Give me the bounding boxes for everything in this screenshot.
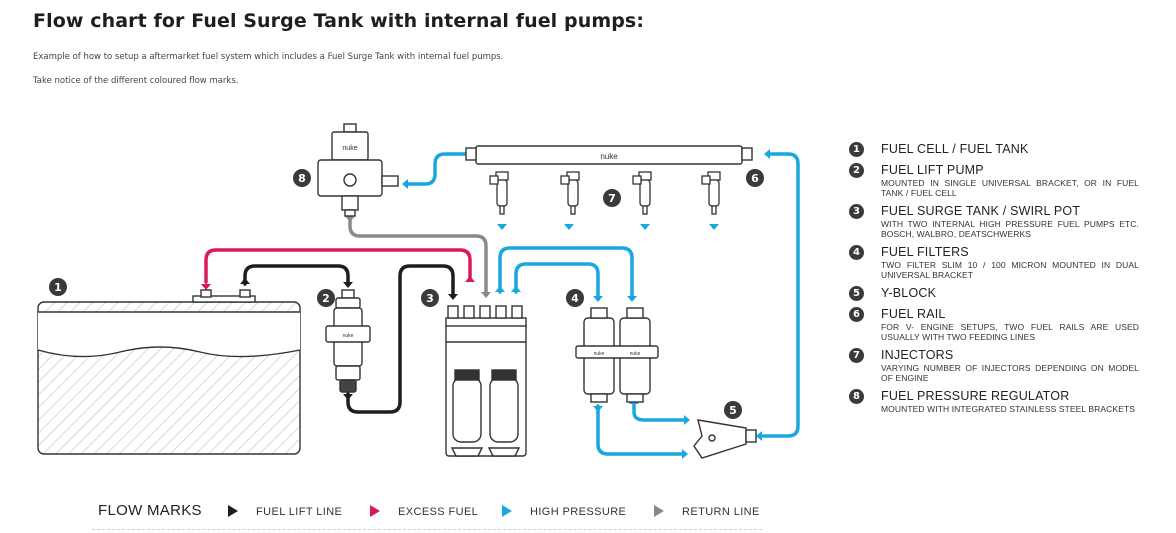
flow-mark-label: RETURN LINE — [682, 506, 760, 518]
excess-fuel-line — [204, 248, 472, 284]
legend-item-6: 6 FUEL RAIL FOR V- ENGINE SETUPS, TWO FU… — [849, 307, 1139, 342]
legend-number: 3 — [849, 204, 864, 219]
legend-title: FUEL FILTERS — [881, 245, 969, 259]
legend-number: 8 — [849, 389, 864, 404]
triangle-icon — [228, 505, 238, 517]
svg-text:nuke: nuke — [342, 145, 357, 152]
fuel-rail: nuke — [465, 145, 753, 165]
hp-line-3 — [596, 404, 684, 456]
dashed-divider — [92, 529, 762, 530]
legend-title: FUEL CELL / FUEL TANK — [881, 142, 1029, 156]
hp-line-6 — [406, 152, 471, 186]
svg-text:4: 4 — [571, 292, 579, 305]
legend-item-4: 4 FUEL FILTERS TWO FILTER SLIM 10 / 100 … — [849, 245, 1139, 280]
hp-line-1 — [498, 246, 634, 298]
svg-text:nuke: nuke — [630, 351, 641, 357]
legend-title: FUEL SURGE TANK / SWIRL POT — [881, 204, 1081, 218]
lift-line-pump-to-surge — [346, 264, 455, 414]
legend-number: 2 — [849, 163, 864, 178]
legend-number: 7 — [849, 348, 864, 363]
legend-number: 6 — [849, 307, 864, 322]
svg-text:7: 7 — [608, 192, 616, 205]
callout-1: 1 — [49, 278, 67, 296]
flow-marks-label: FLOW MARKS — [98, 502, 202, 519]
legend-subtitle: FOR V- ENGINE SETUPS, TWO FUEL RAILS ARE… — [881, 322, 1139, 342]
surge-tank — [445, 305, 527, 457]
lift-pump: nuke — [325, 289, 371, 393]
triangle-icon — [370, 505, 380, 517]
svg-text:6: 6 — [751, 172, 759, 185]
legend-item-5: 5 Y-BLOCK — [849, 286, 1139, 301]
triangle-icon — [654, 505, 664, 517]
legend-subtitle: MOUNTED IN SINGLE UNIVERSAL BRACKET, OR … — [881, 178, 1139, 198]
fuel-tank — [37, 289, 301, 455]
legend-item-2: 2 FUEL LIFT PUMP MOUNTED IN SINGLE UNIVE… — [849, 163, 1139, 198]
hp-line-5 — [760, 152, 800, 438]
legend-number: 4 — [849, 245, 864, 260]
svg-text:2: 2 — [322, 292, 330, 305]
callout-4: 4 — [566, 289, 584, 307]
svg-text:nuke: nuke — [594, 351, 605, 357]
callout-5: 5 — [724, 401, 742, 419]
callout-8: 8 — [293, 169, 311, 187]
hp-line-4 — [632, 402, 686, 422]
svg-text:8: 8 — [298, 172, 306, 185]
flow-mark-label: HIGH PRESSURE — [530, 506, 627, 518]
svg-text:nuke: nuke — [600, 152, 618, 161]
fuel-filters: nuke nuke — [575, 307, 659, 403]
legend-title: FUEL RAIL — [881, 307, 946, 321]
legend-subtitle: TWO FILTER SLIM 10 / 100 MICRON MOUNTED … — [881, 260, 1139, 280]
legend-item-3: 3 FUEL SURGE TANK / SWIRL POT WITH TWO I… — [849, 204, 1139, 239]
return-line — [348, 216, 488, 294]
legend-title: FUEL PRESSURE REGULATOR — [881, 389, 1070, 403]
legend-item-8: 8 FUEL PRESSURE REGULATOR MOUNTED WITH I… — [849, 389, 1139, 414]
legend-title: Y-BLOCK — [881, 286, 937, 300]
legend-subtitle: WITH TWO INTERNAL HIGH PRESSURE FUEL PUM… — [881, 219, 1139, 239]
flow-marks-key: FLOW MARKS FUEL LIFT LINE EXCESS FUEL HI… — [98, 500, 768, 524]
description-line-2: Take notice of the different coloured fl… — [33, 76, 239, 86]
legend-number: 5 — [849, 286, 864, 301]
callout-3: 3 — [421, 289, 439, 307]
component-legend: 1 FUEL CELL / FUEL TANK 2 FUEL LIFT PUMP… — [849, 142, 1139, 420]
fuel-pressure-regulator: nuke — [317, 123, 399, 217]
flow-mark-label: FUEL LIFT LINE — [256, 506, 343, 518]
svg-text:5: 5 — [729, 404, 737, 417]
svg-text:3: 3 — [426, 292, 434, 305]
svg-text:nuke: nuke — [343, 333, 354, 339]
callout-2: 2 — [317, 289, 335, 307]
y-block — [693, 419, 757, 459]
triangle-icon — [502, 505, 512, 517]
legend-title: INJECTORS — [881, 348, 954, 362]
lift-line-tank-to-pump — [243, 264, 350, 286]
legend-subtitle: VARYING NUMBER OF INJECTORS DEPENDING ON… — [881, 363, 1139, 383]
flow-mark-label: EXCESS FUEL — [398, 506, 479, 518]
legend-number: 1 — [849, 142, 864, 157]
callout-7: 7 — [603, 189, 621, 207]
description-line-1: Example of how to setup a aftermarket fu… — [33, 52, 504, 62]
legend-subtitle: MOUNTED WITH INTEGRATED STAINLESS STEEL … — [881, 404, 1136, 414]
hp-line-2 — [514, 262, 600, 298]
injectors — [489, 171, 721, 215]
svg-text:1: 1 — [54, 281, 62, 294]
page-title: Flow chart for Fuel Surge Tank with inte… — [33, 10, 645, 32]
legend-item-7: 7 INJECTORS VARYING NUMBER OF INJECTORS … — [849, 348, 1139, 383]
legend-title: FUEL LIFT PUMP — [881, 163, 984, 177]
callouts: 1 2 3 4 5 6 7 8 — [49, 169, 764, 419]
callout-6: 6 — [746, 169, 764, 187]
legend-item-1: 1 FUEL CELL / FUEL TANK — [849, 142, 1139, 157]
